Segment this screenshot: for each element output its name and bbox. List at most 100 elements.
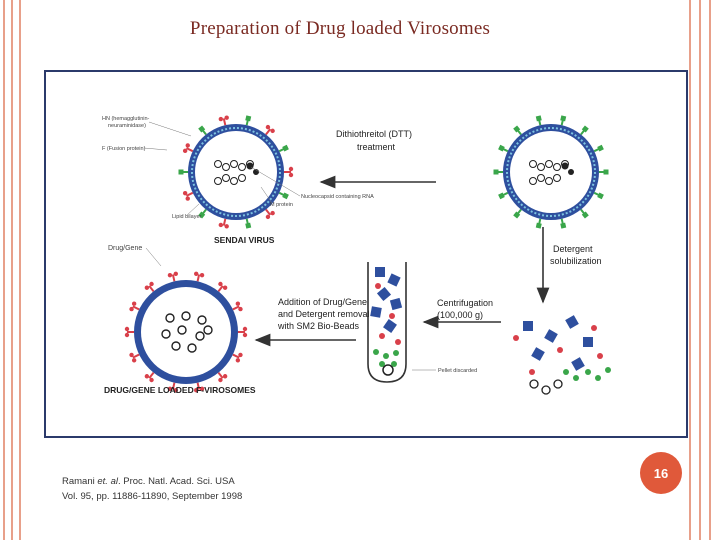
f-spike-head bbox=[603, 169, 609, 175]
f-spike-head bbox=[282, 192, 289, 200]
f-spike-head bbox=[493, 169, 499, 175]
hn-spike bbox=[171, 274, 176, 282]
hn-spike-head bbox=[288, 172, 294, 178]
f-glycoprotein bbox=[563, 369, 569, 375]
label-loaded-virosomes: DRUG/GENE LOADED F-VIROSOMES bbox=[104, 385, 256, 395]
virosome-diagram: HN (hemagglutinin- neuraminidase) F (Fus… bbox=[102, 115, 611, 395]
label-pellet: Pellet discarded bbox=[438, 368, 477, 374]
hn-spike bbox=[132, 305, 140, 311]
hn-spike-head bbox=[218, 222, 224, 228]
hn-spike bbox=[265, 128, 272, 136]
f-spike-head bbox=[282, 144, 289, 152]
hn-spike bbox=[132, 353, 140, 359]
hn-spike-head bbox=[149, 377, 154, 383]
drug-particle bbox=[165, 313, 175, 323]
nucleocapsid-coil bbox=[545, 177, 553, 185]
f-spike-head bbox=[178, 169, 184, 175]
f-spike-head bbox=[581, 211, 589, 219]
label-addition-3: with SM2 Bio-Beads bbox=[277, 321, 360, 331]
f-glycoprotein bbox=[391, 361, 397, 367]
f-spike-head bbox=[560, 115, 567, 122]
hn-spike-head bbox=[173, 387, 178, 393]
membrane-fragment bbox=[387, 273, 401, 287]
rna-blob bbox=[561, 162, 569, 170]
membrane-fragment bbox=[544, 329, 558, 343]
diagram-frame: HN (hemagglutinin- neuraminidase) F (Fus… bbox=[44, 70, 688, 438]
hn-spike bbox=[232, 305, 240, 311]
nucleocapsid-coil bbox=[230, 177, 238, 185]
hn-glycoprotein bbox=[597, 353, 603, 359]
hn-spike bbox=[186, 191, 194, 197]
nucleocapsid-coil bbox=[238, 174, 246, 182]
nucleocapsid-coil bbox=[214, 160, 222, 168]
hn-spike-head bbox=[124, 332, 130, 338]
f-spike-head bbox=[597, 192, 604, 200]
drug-particle bbox=[177, 325, 187, 335]
label-sendai-virus: SENDAI VIRUS bbox=[214, 235, 275, 245]
f-glycoprotein bbox=[595, 375, 601, 381]
hn-glycoprotein bbox=[557, 347, 563, 353]
citation-etal: et. al bbox=[97, 476, 118, 487]
nucleocapsid-coil bbox=[553, 174, 561, 182]
f-spike-head bbox=[597, 144, 604, 152]
f-spike-head bbox=[245, 222, 252, 229]
hn-spike-head bbox=[235, 358, 241, 363]
hn-glycoprotein bbox=[591, 325, 597, 331]
nucleocapsid-coil bbox=[553, 163, 561, 171]
hn-spike bbox=[217, 372, 224, 379]
hn-spike bbox=[148, 372, 155, 379]
hn-spike-head bbox=[182, 190, 188, 196]
f-spike-head bbox=[198, 211, 206, 219]
solubilized-components bbox=[513, 315, 611, 395]
right-margin-rule bbox=[689, 0, 711, 540]
hn-spike-head bbox=[235, 301, 241, 306]
tube-contents bbox=[370, 267, 403, 376]
f-spike-head bbox=[498, 192, 505, 200]
membrane-fragment bbox=[565, 315, 579, 329]
hn-spike-head bbox=[270, 128, 275, 134]
label-addition-2: and Detergent removal bbox=[278, 309, 370, 319]
hn-spike-head bbox=[270, 210, 275, 216]
hn-spike-head bbox=[238, 306, 243, 312]
nucleocapsid-coil bbox=[529, 177, 537, 185]
hn-spike-head bbox=[185, 143, 190, 148]
label-detergent-2: solubilization bbox=[550, 256, 602, 266]
hn-spike-head bbox=[194, 387, 199, 393]
hn-glycoprotein bbox=[379, 333, 385, 339]
citation-authors: Ramani bbox=[62, 476, 98, 487]
f-glycoprotein bbox=[379, 361, 385, 367]
f-glycoprotein bbox=[373, 349, 379, 355]
hn-spike-head bbox=[149, 281, 154, 287]
hn-spike bbox=[217, 285, 224, 292]
hn-spike-head bbox=[288, 166, 294, 172]
hn-glycoprotein bbox=[375, 283, 381, 289]
nucleocapsid-coil bbox=[230, 160, 238, 168]
f-glycoprotein bbox=[393, 350, 399, 356]
membrane-fragment bbox=[389, 297, 403, 311]
hn-spike-head bbox=[238, 352, 243, 358]
nucleocapsid-coil bbox=[529, 379, 539, 389]
membrane-fragment bbox=[375, 267, 385, 277]
test-tube bbox=[367, 262, 407, 383]
loaded-virosome-particle bbox=[124, 271, 248, 393]
membrane-fragment bbox=[383, 319, 397, 333]
drug-particle bbox=[181, 311, 191, 321]
membrane-fragment bbox=[583, 337, 593, 347]
hn-glycoprotein bbox=[389, 313, 395, 319]
hn-spike-head bbox=[182, 148, 188, 154]
citation-journal: . Proc. Natl. Acad. Sci. USA bbox=[117, 476, 235, 487]
drug-particle bbox=[195, 331, 205, 341]
label-nucleocapsid: Nucleocapsid containing RNA bbox=[301, 194, 374, 200]
drug-particle bbox=[161, 329, 171, 339]
label-centrifugation-1: Centrifugation bbox=[437, 298, 493, 308]
nucleocapsid-coil bbox=[529, 160, 537, 168]
membrane-fragment bbox=[571, 357, 585, 371]
hn-spike bbox=[265, 208, 272, 216]
membrane-fragment bbox=[370, 306, 382, 318]
label-lipid-bilayer: Lipid bilayer bbox=[172, 214, 202, 220]
hn-spike-head bbox=[242, 326, 248, 332]
hn-spike-head bbox=[144, 374, 150, 379]
hn-spike-head bbox=[167, 272, 173, 278]
hn-glycoprotein bbox=[513, 335, 519, 341]
nucleocapsid-coil bbox=[537, 163, 545, 171]
